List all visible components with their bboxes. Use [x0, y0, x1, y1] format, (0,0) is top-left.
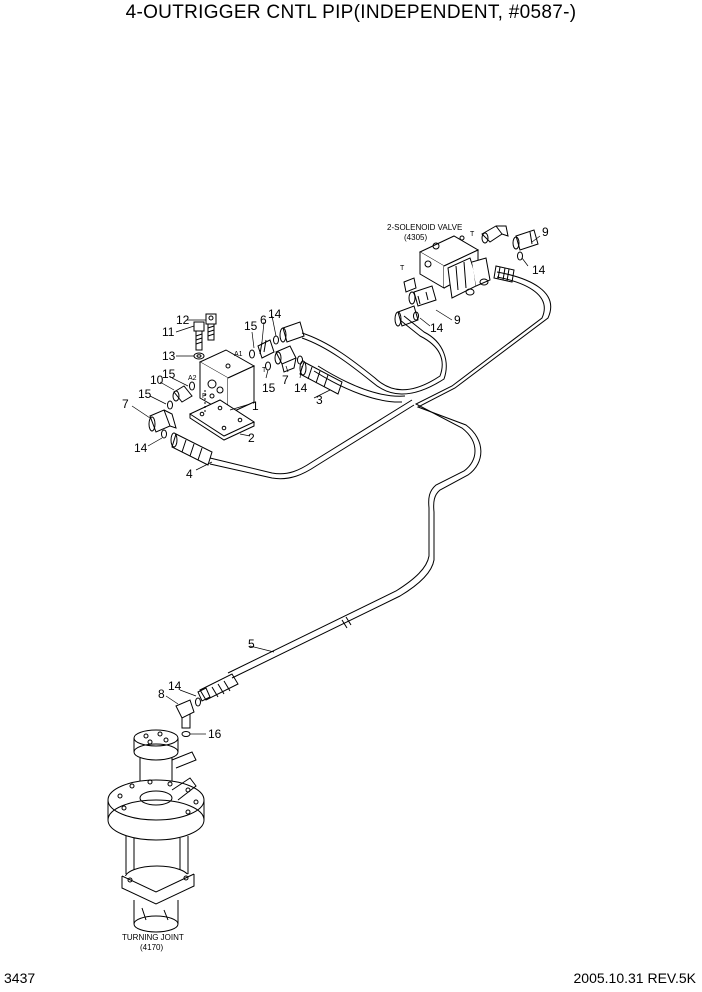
callout-1: 1 [252, 399, 259, 413]
revision-date: 2005.10.31 REV.5K [573, 970, 696, 986]
o-ring-14-top [273, 335, 279, 345]
washer-13 [193, 352, 205, 360]
tee-fitting-9-lower [403, 277, 437, 307]
port-a2: A2 [188, 375, 197, 382]
callout-9-upper: 9 [542, 225, 549, 239]
turning-joint-label: TURNING JOINT (4170) [122, 933, 184, 952]
callout-14-mid: 14 [294, 381, 308, 395]
callout-15-right: 15 [262, 381, 276, 395]
callout-16: 16 [208, 727, 222, 741]
page-title: 4-OUTRIGGER CNTL PIP(INDEPENDENT, #0587-… [125, 2, 577, 23]
o-ring-15-top [249, 349, 255, 359]
svg-text:TURNING JOINT: TURNING JOINT [122, 933, 184, 942]
callout-15-top: 15 [244, 319, 258, 333]
port-t-valve-left: T [400, 265, 405, 272]
page-number: 3437 [4, 970, 36, 986]
o-ring-15-upper-left [189, 381, 195, 391]
callout-14-valve-right: 14 [532, 263, 546, 277]
hose-5 [227, 271, 551, 679]
hose-3 [301, 315, 447, 395]
callout-4: 4 [186, 467, 193, 481]
port-t-block: T [262, 367, 267, 374]
elbow-7-right [274, 345, 297, 373]
elbow-valve-top [481, 225, 509, 244]
leader-lines [131, 235, 541, 735]
port-t-valve-top: T [470, 231, 475, 238]
bolt-11 [193, 321, 205, 351]
o-ring-14-mid [297, 355, 303, 365]
callout-14-top: 14 [268, 307, 282, 321]
elbow-8 [175, 699, 195, 729]
callout-15-upper-left: 15 [162, 367, 176, 381]
callout-6: 6 [260, 313, 267, 327]
tee-fitting-9-upper [512, 229, 539, 251]
o-ring-14-left [161, 429, 167, 439]
callout-7-left: 7 [122, 397, 129, 411]
hose-5-crimp [197, 673, 239, 702]
hose-top-crimp [279, 321, 305, 343]
svg-text:(4170): (4170) [140, 943, 163, 952]
mounting-bracket [188, 390, 256, 441]
hose-4 [209, 365, 415, 480]
callout-9-lower: 9 [454, 313, 461, 327]
callout-12: 12 [176, 313, 190, 327]
plug-10 [172, 385, 193, 403]
callout-3: 3 [316, 393, 323, 407]
callout-14-lower: 14 [168, 679, 182, 693]
svg-text:(4305): (4305) [404, 233, 427, 242]
hose-5-top-fitting [493, 265, 515, 283]
port-p: P [202, 393, 207, 400]
turning-joint [107, 729, 205, 933]
callout-2: 2 [248, 431, 255, 445]
port-a1: A1 [234, 351, 243, 358]
hose-4-crimp [170, 432, 213, 466]
callout-14-valve-lower: 14 [430, 321, 444, 335]
bolt-12 [205, 313, 217, 341]
callout-8: 8 [158, 687, 165, 701]
o-ring-14-lower [195, 697, 201, 707]
o-ring-15-left [167, 400, 173, 410]
solenoid-valve-label: 2-SOLENOID VALVE (4305) [387, 223, 462, 242]
svg-text:2-SOLENOID VALVE: 2-SOLENOID VALVE [387, 223, 462, 232]
o-ring-14-valve-lower [413, 311, 419, 321]
connector-7-left [148, 409, 177, 433]
callout-5: 5 [248, 637, 255, 651]
callout-11: 11 [162, 325, 175, 339]
callout-7-right: 7 [282, 373, 289, 387]
connector-6 [257, 339, 275, 359]
solenoid-valve-body [418, 235, 491, 299]
hose-valve-crimp [394, 305, 419, 327]
control-valve-block [198, 349, 256, 415]
callout-14-left: 14 [134, 441, 148, 455]
callout-13: 13 [162, 349, 176, 363]
o-ring-14-valve-right [517, 251, 523, 261]
callout-15-left: 15 [138, 387, 152, 401]
o-ring-16 [181, 731, 191, 737]
callout-10: 10 [150, 373, 164, 387]
